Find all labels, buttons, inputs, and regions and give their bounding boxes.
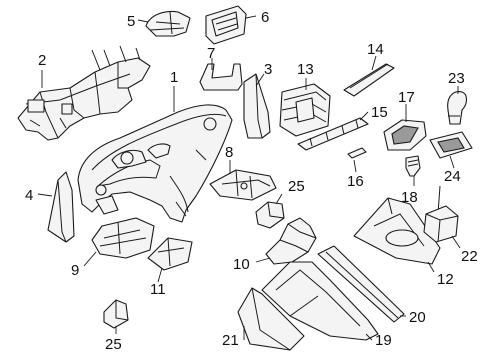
callout-3: 3 xyxy=(264,61,272,78)
part-18-fitting xyxy=(405,155,421,177)
leader-lines xyxy=(37,15,461,341)
callout-5: 5 xyxy=(127,13,135,30)
part-24-shift-frame xyxy=(429,131,473,159)
part-19-center-console xyxy=(261,261,379,341)
callout-7: 7 xyxy=(207,45,215,62)
part-12-console-side xyxy=(353,197,441,265)
callout-23: 23 xyxy=(448,70,465,87)
part-20-console-trim xyxy=(317,245,405,323)
callout-12: 12 xyxy=(437,271,454,288)
part-3-side-trim xyxy=(243,73,271,139)
part-7-bracket xyxy=(199,63,243,91)
part-22-shifter-assembly xyxy=(423,185,459,243)
part-25-clip-lower xyxy=(103,299,129,329)
callout-4: 4 xyxy=(25,187,33,204)
part-5-cover xyxy=(145,10,191,37)
callout-9: 9 xyxy=(71,262,79,279)
callout-25-lower: 25 xyxy=(105,336,122,353)
part-1-instrument-panel xyxy=(77,104,233,223)
part-14-trim-strip xyxy=(343,63,395,97)
part-16-clip xyxy=(347,147,367,159)
callout-11: 11 xyxy=(150,281,166,298)
part-13-center-housing xyxy=(279,83,331,137)
part-15-long-trim xyxy=(297,117,369,151)
part-10-air-duct xyxy=(265,217,317,265)
callout-1: 1 xyxy=(170,69,178,86)
callout-6: 6 xyxy=(261,9,269,26)
part-9-knee-bolster xyxy=(91,217,155,259)
callout-16: 16 xyxy=(347,173,364,190)
callout-24: 24 xyxy=(444,168,461,185)
callout-21: 21 xyxy=(222,332,239,349)
callout-18: 18 xyxy=(401,189,418,206)
part-21-console-cap xyxy=(237,287,305,351)
callout-labels: 1 2 3 4 5 6 7 8 9 10 11 12 13 14 15 16 1… xyxy=(25,9,478,353)
part-6-vent-housing xyxy=(205,5,247,45)
callout-19: 19 xyxy=(375,332,392,349)
part-4-end-cap xyxy=(47,171,75,243)
callout-2: 2 xyxy=(38,52,46,69)
callout-20: 20 xyxy=(409,309,426,326)
part-11-duct xyxy=(147,237,193,271)
callout-8: 8 xyxy=(225,144,233,161)
callout-14: 14 xyxy=(367,41,384,58)
callout-25-upper: 25 xyxy=(288,178,305,195)
part-17-switch-panel xyxy=(383,119,427,151)
callout-22: 22 xyxy=(461,248,478,265)
callout-10: 10 xyxy=(233,256,250,273)
part-23-shift-knob xyxy=(447,91,468,125)
part-2-dash-support-frame xyxy=(17,45,151,141)
part-25-bracket-upper xyxy=(255,201,285,229)
callout-15: 15 xyxy=(371,104,388,121)
callout-17: 17 xyxy=(398,89,415,106)
part-8-lower-bracket xyxy=(209,169,277,201)
callout-13: 13 xyxy=(297,61,314,78)
